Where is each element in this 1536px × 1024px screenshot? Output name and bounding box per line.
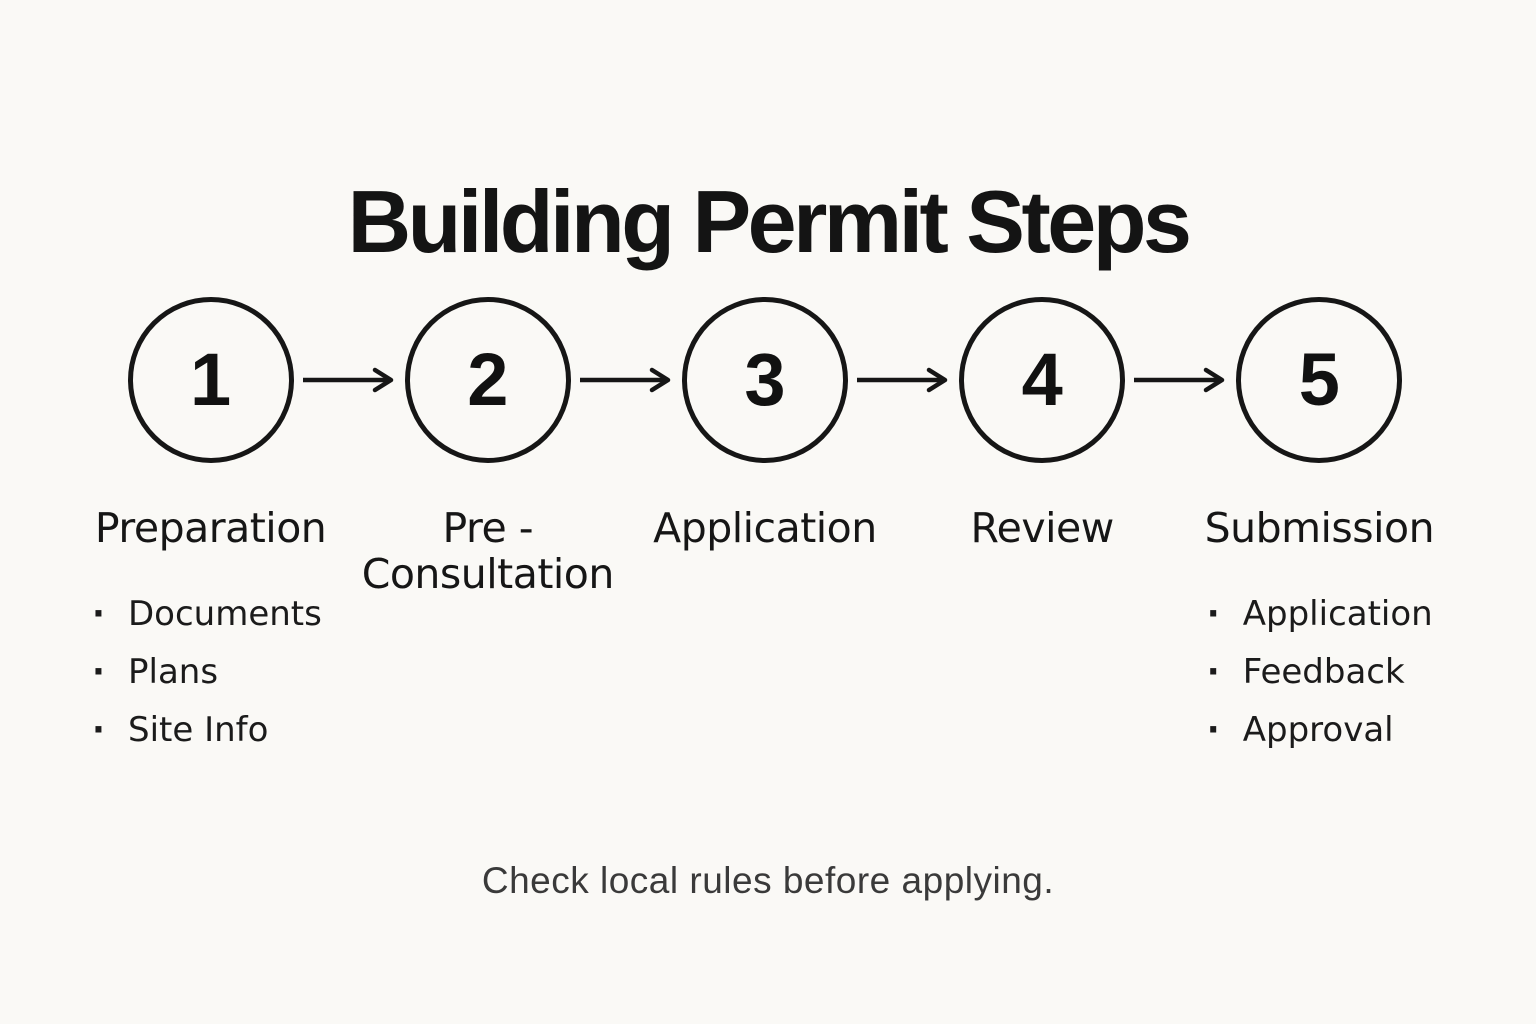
step-label: Review xyxy=(970,504,1115,552)
step-number: 3 xyxy=(744,338,786,421)
list-item: · Feedback xyxy=(1201,655,1458,689)
step-pre-consultation: 2 Pre - Consultation xyxy=(349,297,626,817)
right-arrow-icon xyxy=(303,367,395,393)
bullet-dot-icon: · xyxy=(92,710,105,750)
bullet-text: Site Info xyxy=(128,710,269,750)
step-number: 1 xyxy=(190,338,232,421)
bullet-text: Application xyxy=(1242,594,1433,634)
preparation-bullet-list: · Documents · Plans · Site Info xyxy=(86,597,349,771)
right-arrow-icon xyxy=(857,367,949,393)
list-item: · Approval xyxy=(1201,713,1458,747)
bullet-dot-icon: · xyxy=(92,594,105,634)
submission-bullet-list: · Application · Feedback · Approval xyxy=(1201,597,1458,771)
step-label: Pre - Consultation xyxy=(361,504,615,599)
step-circle-3: 3 xyxy=(681,297,848,463)
bullet-text: Approval xyxy=(1242,710,1394,750)
step-label: Application xyxy=(653,504,877,552)
right-arrow-icon xyxy=(1134,367,1226,393)
right-arrow-icon xyxy=(580,367,672,393)
page-title: Building Permit Steps xyxy=(347,171,1192,271)
step-preparation: 1 Preparation · Documents · Plans · Site In… xyxy=(72,297,349,817)
step-application: 3 Application xyxy=(626,297,903,817)
step-number: 2 xyxy=(467,338,509,421)
steps-flow: 1 Preparation · Documents · Plans · Site In… xyxy=(72,297,1458,817)
list-item: · Plans xyxy=(86,655,349,689)
bullet-text: Documents xyxy=(128,594,322,634)
step-submission: 5 Submission · Application · Feedback · App… xyxy=(1181,297,1458,817)
step-label: Submission xyxy=(1204,504,1435,552)
step-circle-2: 2 xyxy=(404,297,571,463)
step-circle-1: 1 xyxy=(127,297,294,463)
list-item: · Documents xyxy=(86,597,349,631)
bullet-text: Feedback xyxy=(1242,652,1405,692)
footer-note: Check local rules before applying. xyxy=(481,860,1055,901)
step-review: 4 Review xyxy=(904,297,1181,817)
step-circle-4: 4 xyxy=(959,297,1126,463)
list-item: · Application xyxy=(1201,597,1458,631)
bullet-text: Plans xyxy=(128,652,219,692)
step-label: Preparation xyxy=(94,504,327,552)
bullet-dot-icon: · xyxy=(1206,652,1220,692)
bullet-dot-icon: · xyxy=(92,652,105,692)
step-circle-5: 5 xyxy=(1236,297,1403,463)
step-number: 5 xyxy=(1298,338,1340,421)
bullet-dot-icon: · xyxy=(1206,594,1220,634)
list-item: · Site Info xyxy=(86,713,349,747)
step-number: 4 xyxy=(1021,338,1063,421)
bullet-dot-icon: · xyxy=(1206,710,1220,750)
